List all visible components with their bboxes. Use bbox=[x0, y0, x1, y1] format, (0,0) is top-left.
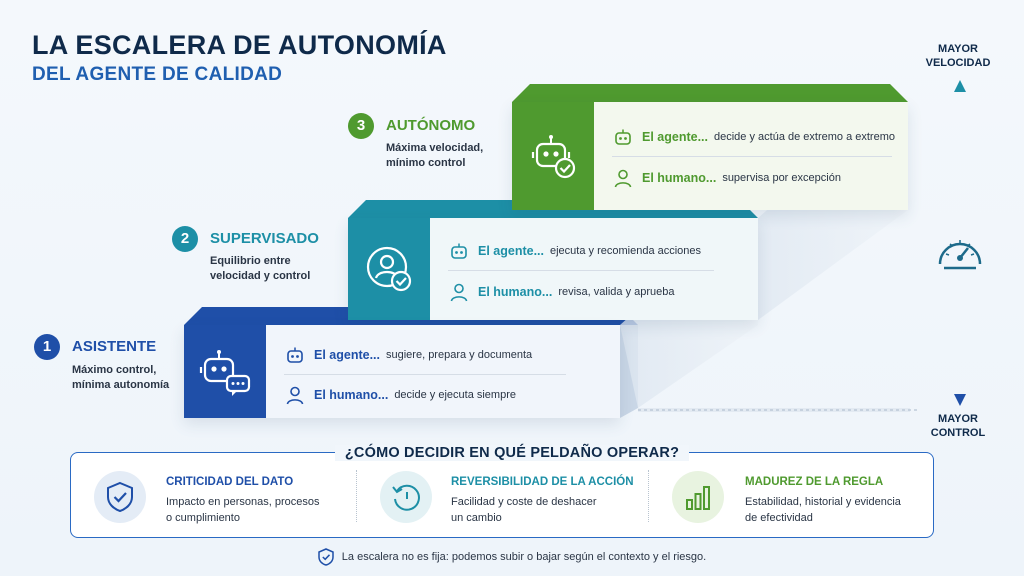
step-2-card: El agente... ejecuta y recomienda accion… bbox=[348, 218, 758, 320]
gauge-icon bbox=[938, 240, 982, 270]
step-3-top-face bbox=[512, 84, 908, 102]
step-2-desc-2: velocidad y control bbox=[210, 270, 311, 282]
step-1-human-row: El humano... decide y ejecuta siempre bbox=[284, 385, 516, 405]
shield-check-icon bbox=[318, 548, 334, 566]
step-2-agent-row: El agente... ejecuta y recomienda accion… bbox=[448, 242, 701, 260]
step-1-agent-row: El agente... sugiere, prepara y document… bbox=[284, 346, 532, 364]
step-1-human-text: decide y ejecuta siempre bbox=[394, 389, 516, 401]
criterion-2-desc-1: Facilidad y coste de deshacer bbox=[451, 496, 597, 508]
undo-clock-icon bbox=[392, 484, 420, 511]
step-2-number: 2 bbox=[172, 226, 198, 252]
robot-check-icon bbox=[531, 135, 576, 179]
robot-icon bbox=[448, 242, 470, 260]
criterion-3-desc-1: Estabilidad, historial y evidencia bbox=[745, 496, 901, 508]
person-icon bbox=[284, 385, 306, 405]
step-3-icon-box bbox=[512, 102, 594, 210]
page-subtitle: DEL AGENTE DE CALIDAD bbox=[32, 64, 283, 85]
criterion-3-title: MADUREZ DE LA REGLA bbox=[745, 476, 884, 488]
step-2-divider bbox=[448, 270, 714, 271]
step-3-number: 3 bbox=[348, 113, 374, 139]
step-3-desc-1: Máxima velocidad, bbox=[386, 142, 484, 154]
criterion-2-desc-2: un cambio bbox=[451, 512, 502, 524]
scale-top-line-1: MAYOR bbox=[938, 43, 978, 55]
step-2-human-row: El humano... revisa, valida y aprueba bbox=[448, 282, 675, 302]
step-1-number: 1 bbox=[34, 334, 60, 360]
person-icon bbox=[448, 282, 470, 302]
step-1-divider bbox=[284, 374, 566, 375]
bar-chart-icon bbox=[686, 486, 710, 510]
scale-bottom-line-2: CONTROL bbox=[930, 427, 986, 439]
step-3-agent-label: El agente... bbox=[642, 130, 708, 144]
step-3-divider bbox=[612, 156, 892, 157]
step-2-human-text: revisa, valida y aprueba bbox=[558, 286, 675, 298]
speed-control-scale bbox=[938, 80, 982, 406]
step-3-human-label: El humano... bbox=[642, 171, 717, 185]
scale-top-label: MAYOR VELOCIDAD bbox=[918, 42, 998, 70]
criterion-1-desc-2: o cumplimiento bbox=[166, 512, 240, 524]
robot-chat-icon bbox=[199, 349, 251, 396]
step-1-icon-box bbox=[184, 325, 266, 418]
footer: La escalera no es fija: podemos subir o … bbox=[0, 548, 1024, 569]
step-3-desc-2: mínimo control bbox=[386, 157, 466, 169]
step-3-human-row: El humano... supervisa por excepción bbox=[612, 168, 841, 188]
scale-bottom-line-1: MAYOR bbox=[938, 413, 978, 425]
page-title: LA ESCALERA DE AUTONOMÍA bbox=[32, 30, 447, 60]
scale-top-line-2: VELOCIDAD bbox=[925, 57, 991, 69]
criterion-1-desc-1: Impacto en personas, procesos bbox=[166, 496, 320, 508]
step-1-card: El agente... sugiere, prepara y document… bbox=[184, 325, 620, 418]
step-2-human-label: El humano... bbox=[478, 285, 553, 299]
footer-text: La escalera no es fija: podemos subir o … bbox=[341, 551, 707, 563]
criteria-separator bbox=[648, 470, 649, 522]
decision-panel-title-wrap: ¿CÓMO DECIDIR EN QUÉ PELDAÑO OPERAR? bbox=[0, 444, 1024, 462]
user-check-icon bbox=[366, 246, 412, 292]
arrow-down-icon bbox=[954, 394, 966, 406]
step-2-agent-label: El agente... bbox=[478, 244, 544, 258]
decision-panel bbox=[70, 452, 934, 538]
step-2-icon-box bbox=[348, 218, 430, 320]
robot-icon bbox=[284, 346, 306, 364]
step-3-agent-text: decide y actúa de extremo a extremo bbox=[714, 131, 895, 143]
step-1-desc-1: Máximo control, bbox=[72, 364, 157, 376]
step-3-agent-row: El agente... decide y actúa de extremo a… bbox=[612, 128, 895, 146]
shield-check-icon bbox=[107, 481, 133, 513]
robot-icon bbox=[612, 128, 634, 146]
decision-panel-title: ¿CÓMO DECIDIR EN QUÉ PELDAÑO OPERAR? bbox=[334, 445, 690, 461]
criterion-2-title: REVERSIBILIDAD DE LA ACCIÓN bbox=[451, 476, 634, 488]
criterion-1-title: CRITICIDAD DEL DATO bbox=[166, 476, 294, 488]
scale-bottom-label: MAYOR CONTROL bbox=[918, 412, 998, 440]
criterion-1-icon-circle bbox=[94, 471, 146, 523]
step-2-agent-text: ejecuta y recomienda acciones bbox=[550, 245, 702, 257]
person-icon bbox=[612, 168, 634, 188]
step-1-desc-2: mínima autonomía bbox=[72, 379, 170, 391]
step-3-card: El agente... decide y actúa de extremo a… bbox=[512, 102, 908, 210]
criterion-3-desc-2: de efectividad bbox=[745, 512, 813, 524]
step-1-name: ASISTENTE bbox=[72, 338, 157, 355]
step-2-desc-1: Equilibrio entre bbox=[210, 255, 291, 267]
step-1-agent-text: sugiere, prepara y documenta bbox=[386, 349, 533, 361]
step-3-name: AUTÓNOMO bbox=[386, 117, 476, 134]
criterion-3-icon-circle bbox=[672, 471, 724, 523]
criteria-separator bbox=[356, 470, 357, 522]
arrow-up-icon bbox=[954, 80, 966, 92]
step-1-human-label: El humano... bbox=[314, 388, 389, 402]
step-1-agent-label: El agente... bbox=[314, 348, 380, 362]
step-2-name: SUPERVISADO bbox=[210, 230, 319, 247]
step-3-human-text: supervisa por excepción bbox=[722, 172, 841, 184]
criterion-2-icon-circle bbox=[380, 471, 432, 523]
